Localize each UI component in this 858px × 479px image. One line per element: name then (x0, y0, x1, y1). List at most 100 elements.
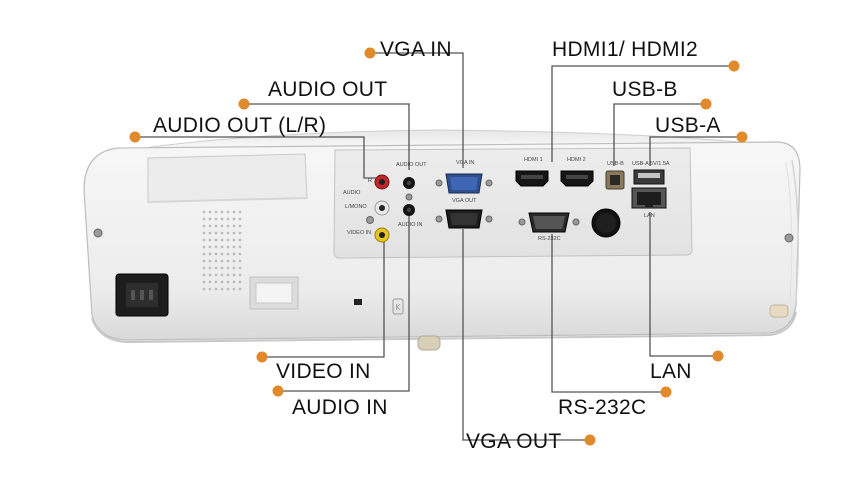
vent-hole (220, 259, 224, 263)
vent-hole (238, 287, 242, 291)
leader-rs232c-dot (660, 386, 672, 398)
vent-hole (208, 231, 212, 235)
callout-usb-b: USB-B (612, 78, 678, 101)
vent-hole (202, 238, 206, 242)
panel-label-rs232c: RS-232C (538, 236, 561, 242)
panel-label-usb-b: USB-B (607, 161, 624, 167)
power-inlet (115, 273, 169, 317)
vent-hole (214, 224, 218, 228)
svg-text:K: K (395, 303, 401, 312)
panel-label-lan: LAN (644, 213, 655, 219)
leader-audio-out (238, 98, 410, 170)
leader-audio-out-dot (238, 98, 250, 110)
panel-label-audio: AUDIO (343, 190, 361, 196)
vent-hole (214, 252, 218, 256)
vent-hole (226, 231, 230, 235)
vent-hole (232, 231, 236, 235)
callout-audio-out: AUDIO OUT (268, 78, 388, 101)
panel-label-video-in: VIDEO IN (347, 230, 372, 236)
vent-hole (238, 238, 242, 242)
vent-hole (220, 266, 224, 270)
vent-hole (202, 231, 206, 235)
leader-usb-b (613, 98, 712, 166)
vent-hole (214, 231, 218, 235)
leader-audio-in-dot (272, 385, 284, 397)
vent-hole (220, 245, 224, 249)
callout-hdmi: HDMI1/ HDMI2 (552, 38, 698, 61)
vent-hole (238, 273, 242, 277)
vent-hole (214, 217, 218, 221)
ir-receiver (591, 208, 621, 238)
vent-hole (202, 245, 206, 249)
callout-vga-out: VGA OUT (466, 430, 562, 453)
vent-hole (214, 245, 218, 249)
vga-in-port[interactable] (435, 173, 493, 194)
vent-hole (208, 273, 212, 277)
panel-label-hdmi1: HDMI 1 (524, 157, 543, 163)
vent-hole (214, 259, 218, 263)
vent-hole (226, 224, 230, 228)
vent-hole (202, 252, 206, 256)
vent-hole (232, 266, 236, 270)
leader-vga-out (462, 229, 596, 446)
hdmi2-port[interactable] (560, 170, 594, 187)
leader-hdmi-dot (728, 60, 740, 72)
vent-hole (226, 210, 230, 214)
leader-usb-a-dot (736, 131, 748, 143)
vent-hole (202, 217, 206, 221)
lan-port[interactable] (631, 187, 667, 209)
leader-video-in-dot (256, 351, 268, 363)
vent-hole (238, 280, 242, 284)
vent-hole (208, 210, 212, 214)
usb-a-port[interactable] (633, 169, 665, 185)
vent-hole (220, 231, 224, 235)
vent-hole (232, 238, 236, 242)
callout-video-in: VIDEO IN (276, 360, 371, 383)
vent-hole (226, 287, 230, 291)
label-plate (147, 153, 308, 203)
vent-hole (214, 280, 218, 284)
vent-hole (226, 280, 230, 284)
leader-audio-out-lr-dot (129, 131, 141, 143)
panel-label-audio-out: AUDIO OUT (396, 162, 427, 168)
vent-hole (226, 266, 230, 270)
vent-hole (238, 259, 242, 263)
vent-hole (238, 210, 242, 214)
vent-hole (208, 224, 212, 228)
leader-lan (649, 212, 724, 362)
leader-rs232c (551, 234, 672, 398)
vent-hole (220, 252, 224, 256)
vent-hole (202, 280, 206, 284)
leader-vga-out-dot (584, 434, 596, 446)
leader-lines (129, 47, 748, 446)
vent-hole (220, 280, 224, 284)
callout-lan: LAN (650, 360, 692, 383)
callout-rs232c: RS-232C (558, 396, 647, 419)
callout-vga-in: VGA IN (380, 38, 452, 61)
vent-hole (202, 266, 206, 270)
rs232c-port[interactable] (518, 212, 580, 233)
vga-out-port[interactable] (435, 209, 493, 229)
vent-grille (202, 210, 242, 291)
vent-hole (214, 273, 218, 277)
vent-hole (238, 231, 242, 235)
vent-hole (238, 224, 242, 228)
vent-hole (202, 210, 206, 214)
vent-hole (226, 273, 230, 277)
vent-hole (214, 238, 218, 242)
vent-hole (232, 259, 236, 263)
usb-b-port[interactable] (605, 170, 625, 190)
vent-hole (202, 224, 206, 228)
vent-hole (232, 280, 236, 284)
kensington-lock: K (354, 298, 404, 315)
vent-hole (220, 224, 224, 228)
vent-hole (220, 238, 224, 242)
leader-audio-out-lr (129, 131, 376, 179)
callout-audio-out-lr: AUDIO OUT (L/R) (153, 114, 327, 137)
vent-hole (220, 210, 224, 214)
panel-label-vga-out: VGA OUT (452, 198, 477, 204)
leader-video-in (256, 242, 385, 363)
power-switch (249, 276, 299, 310)
hdmi1-port[interactable] (515, 170, 549, 187)
